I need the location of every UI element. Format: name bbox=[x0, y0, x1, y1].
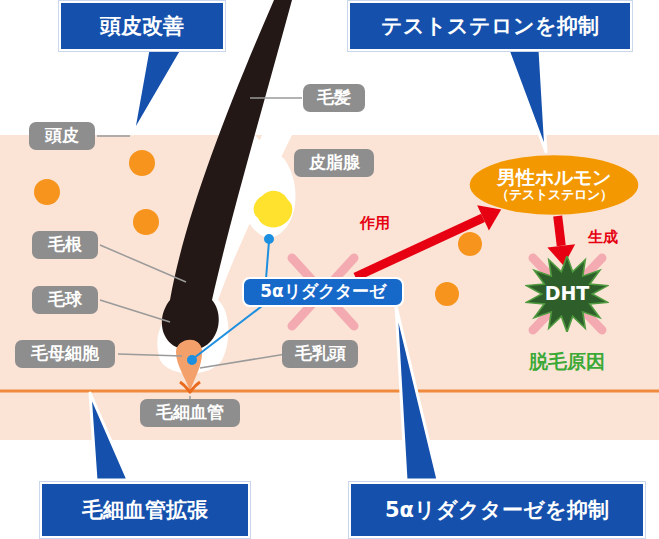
red-arrow bbox=[355, 205, 501, 277]
node-text: 毛球 bbox=[48, 290, 82, 310]
callout-box: 頭皮改善 bbox=[59, 1, 225, 51]
node-text: 毛乳頭 bbox=[295, 344, 346, 364]
part-label: 毛髪 bbox=[303, 84, 365, 112]
node-text: 毛細血管 bbox=[156, 403, 224, 423]
skin-base-line bbox=[0, 390, 659, 393]
callout-box: テストステロンを抑制 bbox=[348, 1, 632, 51]
dermal-papilla bbox=[176, 340, 202, 392]
node-text: 5αリダクターゼ bbox=[260, 282, 386, 302]
red-arrow bbox=[547, 216, 575, 266]
hormone-ellipse: 男性ホルモン（テストステロン） bbox=[468, 154, 640, 216]
node-text: 皮脂腺 bbox=[309, 153, 360, 173]
node-text: 男性ホルモン bbox=[497, 167, 611, 189]
shape-fill bbox=[470, 155, 639, 215]
node-text: 毛細血管拡張 bbox=[82, 498, 208, 522]
enzyme-box: 5αリダクターゼ bbox=[242, 277, 404, 307]
capillary bbox=[180, 382, 200, 392]
shape-fill bbox=[526, 256, 608, 332]
arrow-shaft bbox=[558, 216, 562, 246]
scalp-band bbox=[0, 135, 659, 440]
callout-box: 5αリダクターゼを抑制 bbox=[349, 482, 645, 538]
edge-label: 作用 bbox=[360, 214, 390, 233]
part-label: 毛球 bbox=[32, 286, 98, 314]
dht-starburst: DHT bbox=[525, 256, 609, 332]
part-label: 毛乳頭 bbox=[282, 340, 358, 368]
callout-tails bbox=[90, 50, 546, 480]
part-label: 毛根 bbox=[32, 231, 98, 259]
node-text: （テストステロン） bbox=[496, 188, 613, 203]
part-label: 頭皮 bbox=[29, 122, 95, 150]
part-label: 皮脂腺 bbox=[294, 149, 374, 177]
callout-box: 毛細血管拡張 bbox=[40, 482, 250, 538]
arrow-head bbox=[477, 205, 501, 230]
node-text: 頭皮 bbox=[45, 126, 79, 146]
sebum bbox=[254, 191, 293, 228]
part-label: 毛母細胞 bbox=[15, 340, 115, 368]
leader-lines bbox=[97, 98, 302, 400]
node-text: 5αリダクターゼを抑制 bbox=[385, 498, 609, 522]
node-text: テストステロンを抑制 bbox=[381, 14, 599, 38]
part-label: 毛細血管 bbox=[140, 399, 240, 427]
node-text: 毛根 bbox=[48, 235, 82, 255]
node-text: 毛髪 bbox=[317, 88, 351, 108]
edge-label: 生成 bbox=[588, 228, 618, 247]
node-text: DHT bbox=[545, 283, 590, 305]
cause-label: 脱毛原因 bbox=[529, 349, 605, 375]
node-text: 毛母細胞 bbox=[31, 344, 99, 364]
node-text: 頭皮改善 bbox=[100, 14, 184, 38]
